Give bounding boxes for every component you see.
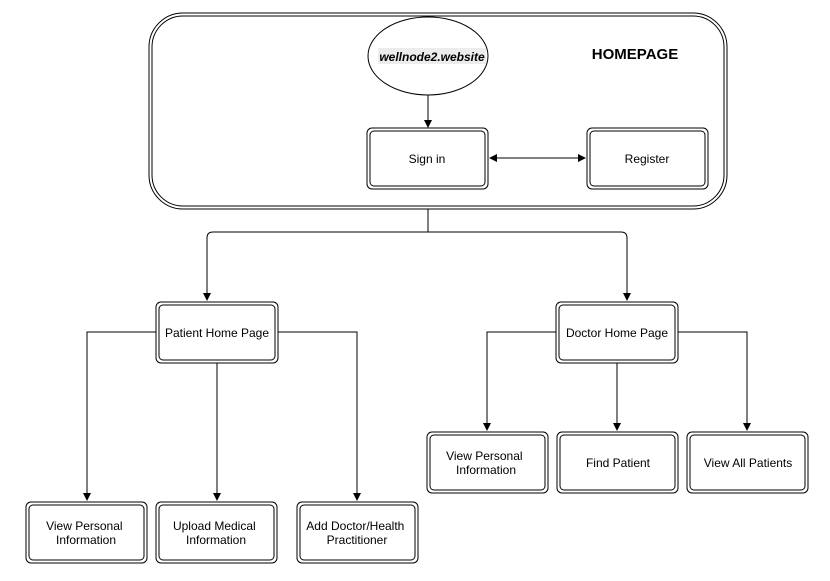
add-doctor-line-2: Practitioner <box>327 533 388 547</box>
view-all-patients-label: View All Patients <box>704 456 793 470</box>
find-patient-node: Find Patient <box>556 431 679 494</box>
add-doctor-node: Add Doctor/Health Practitioner <box>296 501 419 564</box>
patient-view-info-node: View Personal Information <box>25 501 148 564</box>
doctor-home-label: Doctor Home Page <box>566 326 668 340</box>
website-label: wellnode2.website <box>379 50 485 64</box>
arrow-patient-view-info <box>83 331 156 501</box>
register-label: Register <box>625 152 670 166</box>
sign-in-label: Sign in <box>409 152 446 166</box>
patient-view-info-label: View Personal Information <box>46 519 126 547</box>
doctor-view-info-node: View Personal Information <box>426 431 549 494</box>
upload-medical-line-1: Upload Medical <box>173 519 256 533</box>
doctor-home-node: Doctor Home Page <box>555 301 679 364</box>
add-doctor-label: Add Doctor/Health Practitioner <box>306 519 407 547</box>
register-node: Register <box>586 127 709 190</box>
find-patient-label: Find Patient <box>586 456 651 470</box>
upload-medical-line-2: Information <box>186 533 246 547</box>
arrow-to-doctor-home <box>428 231 631 301</box>
patient-view-info-line-2: Information <box>56 533 116 547</box>
doctor-view-info-line-1: View Personal <box>446 449 523 463</box>
arrow-doctor-view-all <box>678 331 751 431</box>
homepage-container <box>148 12 728 210</box>
patient-home-node: Patient Home Page <box>155 301 279 364</box>
arrow-doctor-view-info <box>483 331 556 431</box>
sign-in-node: Sign in <box>366 127 489 190</box>
doctor-view-info-line-2: Information <box>456 463 516 477</box>
connectors <box>83 95 751 501</box>
arrow-to-patient-home <box>203 231 428 301</box>
add-doctor-line-1: Add Doctor/Health <box>306 519 404 533</box>
patient-view-info-line-1: View Personal <box>46 519 123 533</box>
patient-home-label: Patient Home Page <box>165 326 269 340</box>
upload-medical-node: Upload Medical Information <box>155 501 278 564</box>
arrow-patient-add-doctor <box>278 331 361 501</box>
homepage-title: HOMEPAGE <box>592 46 678 63</box>
view-all-patients-node: View All Patients <box>686 431 809 494</box>
website-node: wellnode2.website <box>367 16 489 96</box>
upload-medical-label: Upload Medical Information <box>173 519 259 547</box>
doctor-view-info-label: View Personal Information <box>446 449 526 477</box>
